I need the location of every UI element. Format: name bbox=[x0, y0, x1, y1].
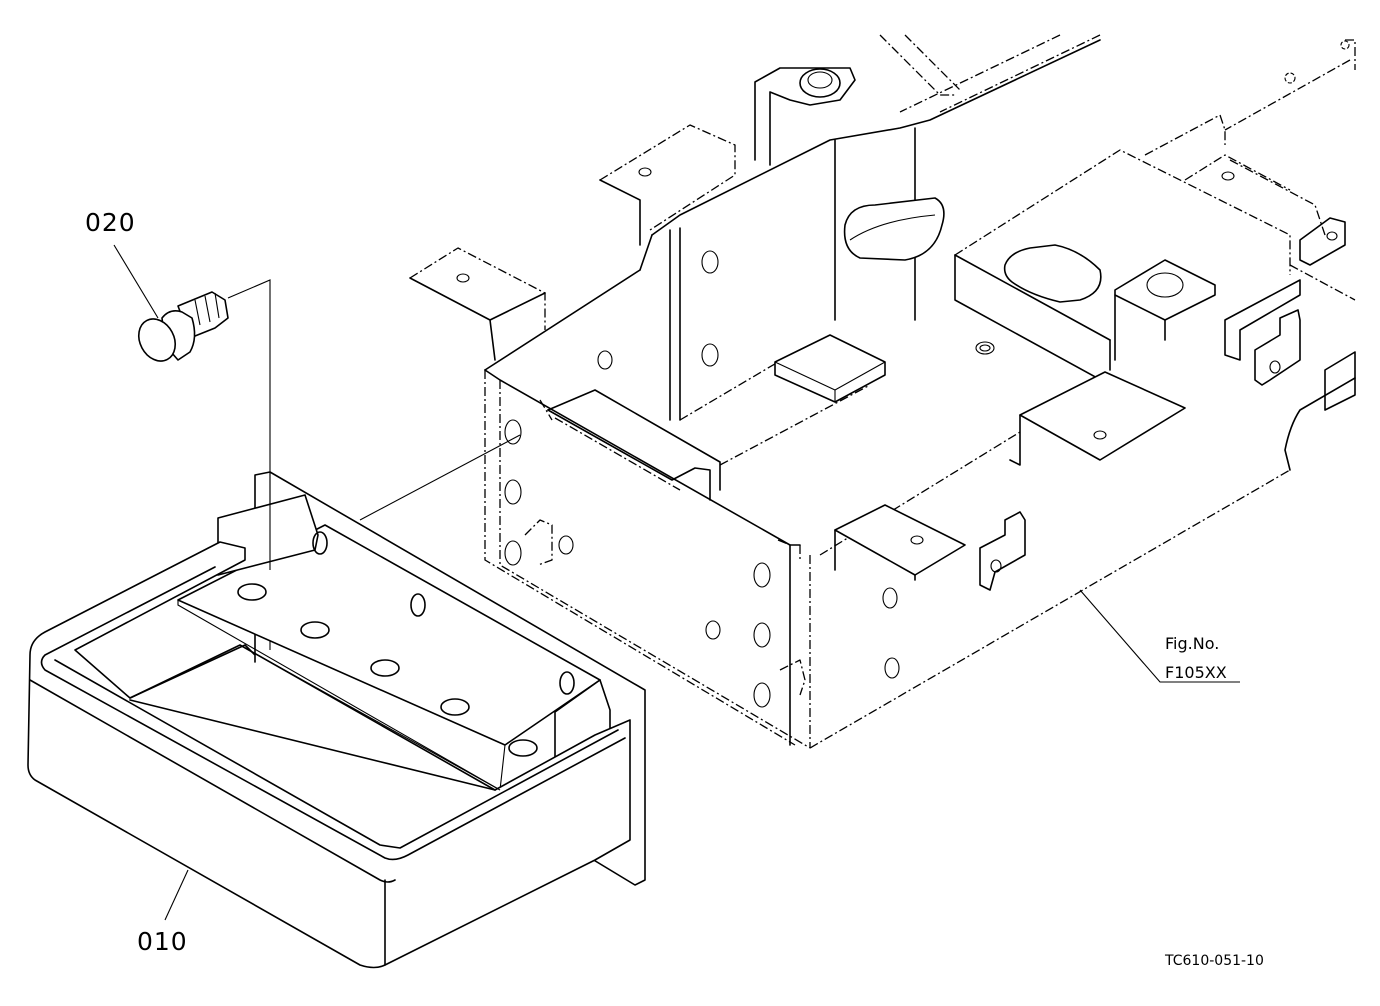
fig-ref-number: F105XX bbox=[1165, 663, 1227, 682]
part-label-020: 020 bbox=[85, 208, 136, 237]
leader-020 bbox=[113, 244, 159, 319]
fig-ref-title: Fig.No. bbox=[1165, 634, 1220, 653]
leader-fig-ref bbox=[1079, 589, 1240, 683]
part-020-bolt bbox=[137, 291, 229, 362]
part-010-weight bbox=[27, 471, 646, 969]
frame-assembly bbox=[409, 34, 1356, 749]
leader-lines bbox=[113, 244, 1240, 921]
drawing-code: TC610-051-10 bbox=[1165, 953, 1264, 969]
part-label-010: 010 bbox=[137, 927, 188, 956]
leader-010 bbox=[164, 869, 189, 921]
